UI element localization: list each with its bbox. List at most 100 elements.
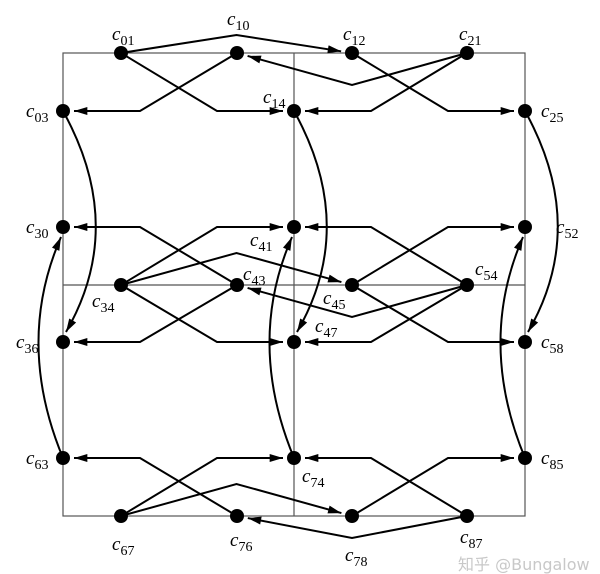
edge-c87-to-c74 <box>305 454 468 517</box>
label-c87: c87 <box>460 527 482 552</box>
label-subscript: 21 <box>467 34 481 49</box>
label-subscript: 41 <box>258 240 272 255</box>
label-letter: c <box>16 332 25 353</box>
node-c43 <box>230 278 244 292</box>
label-c78: c78 <box>345 545 367 570</box>
label-subscript: 36 <box>24 342 38 357</box>
edge-c34-to-c47 <box>120 284 283 346</box>
edge-c87-to-c76 <box>247 515 468 540</box>
watermark: 知乎 @Bungalow <box>458 555 590 574</box>
node-c85 <box>518 451 532 465</box>
label-c67: c67 <box>112 534 134 559</box>
edge-c01-to-c12 <box>120 33 342 54</box>
edge-c21-to-c14 <box>305 52 468 115</box>
node-c52 <box>518 220 532 234</box>
label-letter: c <box>315 316 324 337</box>
label-c52: c52 <box>556 217 578 242</box>
node-c47 <box>287 335 301 349</box>
label-c76: c76 <box>230 530 252 555</box>
label-letter: c <box>323 288 332 309</box>
label-c74: c74 <box>302 466 324 491</box>
node-c36 <box>56 335 70 349</box>
label-letter: c <box>112 24 121 45</box>
node-c14 <box>287 104 301 118</box>
node-c87 <box>460 509 474 523</box>
edge-c45-to-c52 <box>351 223 514 286</box>
edge-c85-to-c52 <box>499 236 526 459</box>
label-letter: c <box>541 448 550 469</box>
node-c01 <box>114 46 128 60</box>
node-c10 <box>230 46 244 60</box>
grid-frame <box>62 52 526 517</box>
label-subscript: 58 <box>549 342 563 357</box>
edge-c45-to-c58 <box>351 284 514 346</box>
edges <box>37 33 559 540</box>
edge-c54-to-c41 <box>305 223 468 286</box>
label-subscript: 74 <box>310 476 324 491</box>
label-subscript: 63 <box>34 458 48 473</box>
label-letter: c <box>250 230 259 251</box>
label-subscript: 76 <box>238 540 252 555</box>
edge-c12-to-c25 <box>351 52 514 115</box>
label-c41: c41 <box>250 230 272 255</box>
label-c21: c21 <box>459 24 481 49</box>
edge-c21-to-c10 <box>247 52 468 87</box>
label-letter: c <box>112 534 121 555</box>
label-letter: c <box>26 217 35 238</box>
edge-c43-to-c30 <box>74 223 238 286</box>
edge-c43-to-c36 <box>74 284 238 346</box>
edge-c63-to-c30 <box>37 236 64 459</box>
label-letter: c <box>263 87 272 108</box>
edge-c14-to-c47 <box>293 110 328 333</box>
label-letter: c <box>243 264 252 285</box>
label-subscript: 52 <box>564 227 578 242</box>
label-subscript: 87 <box>468 537 482 552</box>
label-c03: c03 <box>26 101 48 126</box>
edge-c74-to-c41 <box>268 236 295 459</box>
label-subscript: 43 <box>251 274 265 289</box>
label-letter: c <box>26 101 35 122</box>
node-c03 <box>56 104 70 118</box>
label-c34: c34 <box>92 291 114 316</box>
label-subscript: 10 <box>235 19 249 34</box>
label-subscript: 67 <box>120 544 134 559</box>
label-c30: c30 <box>26 217 48 242</box>
node-c63 <box>56 451 70 465</box>
label-letter: c <box>230 530 239 551</box>
node-c30 <box>56 220 70 234</box>
label-letter: c <box>475 259 484 280</box>
label-subscript: 54 <box>483 269 497 284</box>
edge-c54-to-c43 <box>247 284 468 319</box>
label-subscript: 12 <box>351 34 365 49</box>
node-c25 <box>518 104 532 118</box>
label-subscript: 34 <box>100 301 114 316</box>
node-c74 <box>287 451 301 465</box>
node-c76 <box>230 509 244 523</box>
label-letter: c <box>345 545 354 566</box>
edge-c10-to-c03 <box>74 52 238 115</box>
label-c58: c58 <box>541 332 563 357</box>
label-subscript: 03 <box>34 111 48 126</box>
label-letter: c <box>459 24 468 45</box>
label-subscript: 01 <box>120 34 134 49</box>
edge-c25-to-c58 <box>524 110 559 333</box>
label-c45: c45 <box>323 288 345 313</box>
label-letter: c <box>460 527 469 548</box>
edge-c78-to-c85 <box>351 454 514 517</box>
edge-c76-to-c63 <box>74 454 238 517</box>
edge-c67-to-c78 <box>120 482 342 517</box>
label-c01: c01 <box>112 24 134 49</box>
label-letter: c <box>541 332 550 353</box>
node-c54 <box>460 278 474 292</box>
label-letter: c <box>302 466 311 487</box>
node-c67 <box>114 509 128 523</box>
label-subscript: 25 <box>549 111 563 126</box>
node-c21 <box>460 46 474 60</box>
edge-c67-to-c74 <box>120 454 283 517</box>
label-letter: c <box>92 291 101 312</box>
nodes <box>56 46 532 523</box>
label-c12: c12 <box>343 24 365 49</box>
label-c54: c54 <box>475 259 497 284</box>
label-c43: c43 <box>243 264 265 289</box>
